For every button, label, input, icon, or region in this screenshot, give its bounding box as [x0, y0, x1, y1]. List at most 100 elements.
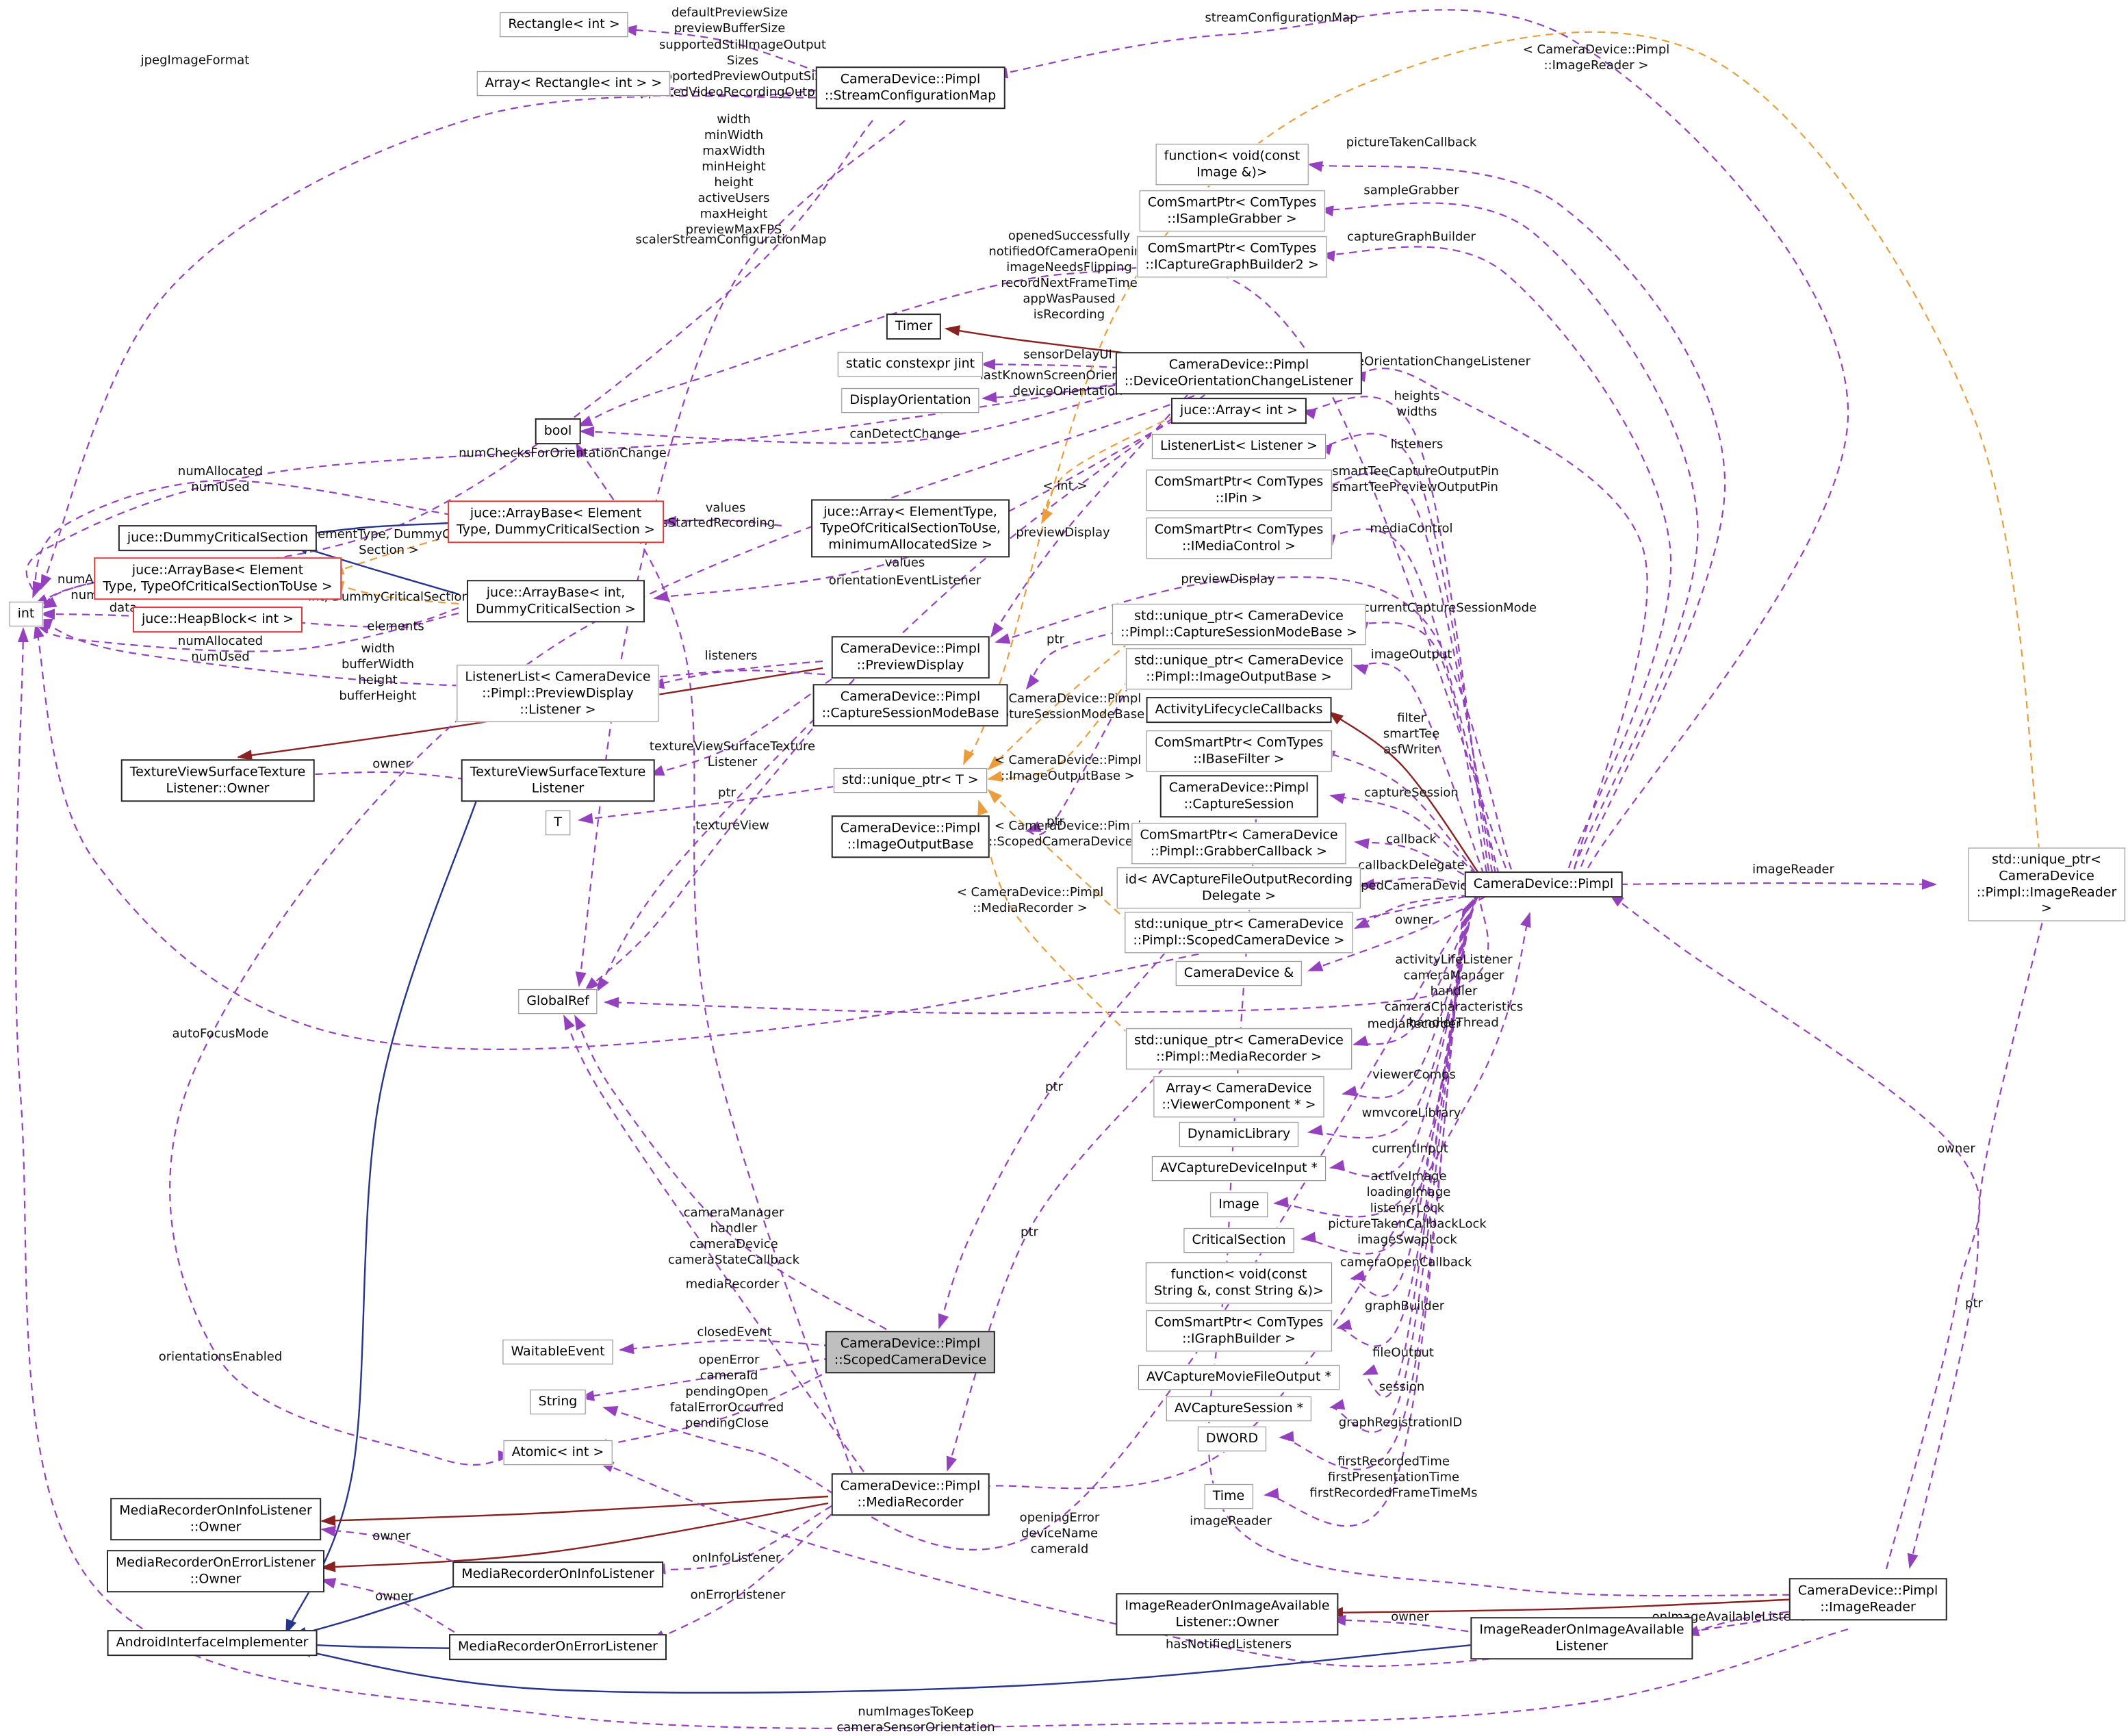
node-llist: ListenerList< Listener > — [1151, 434, 1326, 459]
edge-usage-18 — [1300, 396, 1490, 871]
node-imc: ComSmartPtr< ComTypes ::IMediaControl > — [1146, 518, 1332, 559]
edge-usage-63 — [1307, 897, 1477, 1139]
node-sgrab: ComSmartPtr< ComTypes ::ISampleGrabber > — [1139, 190, 1325, 231]
edge-usage-53 — [1320, 749, 1483, 882]
edge-usage-59 — [1606, 878, 1937, 890]
node-iroial-owner[interactable]: ImageReaderOnImageAvailable Listener::Ow… — [1116, 1593, 1339, 1635]
node-mroel-owner[interactable]: MediaRecorderOnErrorListener ::Owner — [107, 1550, 324, 1592]
edge-template-47 — [977, 800, 1130, 1036]
edge-usage-72 — [1264, 908, 1465, 1527]
node-iroial[interactable]: ImageReaderOnImageAvailable Listener — [1470, 1617, 1693, 1659]
edge-usage-89 — [320, 1578, 466, 1639]
edge-usage-39 — [584, 678, 855, 992]
node-scm[interactable]: CameraDevice::Pimpl ::StreamConfiguratio… — [815, 66, 1005, 109]
edge-usage-84 — [938, 952, 1166, 1329]
edge-usage-79 — [619, 1339, 832, 1355]
edge-usage-73 — [982, 912, 1531, 1490]
edge-template-48 — [962, 31, 2042, 865]
edge-usage-85 — [946, 1067, 1164, 1472]
edge-usage-83 — [563, 1014, 864, 1472]
node-ir[interactable]: CameraDevice::Pimpl ::ImageReader — [1789, 1578, 1947, 1620]
edge-private-inheritance-52 — [1328, 711, 1483, 880]
node-timer[interactable]: Timer — [886, 314, 942, 340]
edge-private-inheritance-94 — [1328, 1598, 1801, 1618]
node-ipin: ComSmartPtr< ComTypes ::IPin > — [1146, 470, 1332, 511]
node-arr-rect: Array< Rectangle< int > > — [476, 71, 671, 96]
edge-usage-38 — [649, 678, 832, 776]
node-int: int — [9, 602, 43, 626]
node-dummycs[interactable]: juce::DummyCriticalSection — [118, 525, 318, 551]
edge-usage-37 — [649, 669, 825, 689]
edge-usage-61 — [1353, 895, 1479, 1047]
edge-usage-1 — [650, 81, 830, 97]
node-camdev-ref: CameraDevice & — [1175, 961, 1303, 986]
node-tvstl-owner[interactable]: TextureViewSurfaceTexture Listener::Owne… — [120, 759, 315, 802]
node-bool[interactable]: bool — [535, 418, 581, 444]
node-mroil-owner[interactable]: MediaRecorderOnInfoListener ::Owner — [110, 1498, 321, 1540]
node-atomic: Atomic< int > — [503, 1440, 613, 1465]
edge-template-26 — [329, 534, 452, 575]
edge-template-44 — [987, 641, 1130, 771]
edge-usage-3 — [40, 95, 830, 590]
node-ab-int[interactable]: juce::ArrayBase< int, DummyCriticalSecti… — [467, 580, 645, 622]
node-iob[interactable]: CameraDevice::Pimpl ::ImageOutputBase — [831, 815, 990, 858]
edge-inheritance-91 — [294, 1639, 466, 1650]
node-ab-red2[interactable]: juce::ArrayBase< Element Type, TypeOfCri… — [94, 557, 342, 600]
node-capsess[interactable]: CameraDevice::Pimpl ::CaptureSession — [1159, 775, 1318, 817]
edge-inheritance-41 — [285, 792, 480, 1635]
edge-usage-9 — [577, 266, 1507, 869]
edge-usage-88 — [320, 1525, 466, 1568]
edge-usage-66 — [1300, 900, 1473, 1255]
edge-usage-82 — [574, 1014, 887, 1330]
edge-usage-75 — [1608, 893, 1981, 1570]
node-alc[interactable]: ActivityLifecycleCallbacks — [1146, 697, 1332, 723]
node-pimpl[interactable]: CameraDevice::Pimpl — [1464, 871, 1623, 897]
node-ibf: ComSmartPtr< ComTypes ::IBaseFilter > — [1146, 730, 1332, 771]
edge-usage-40 — [298, 769, 466, 780]
node-ab-red1[interactable]: juce::ArrayBase< Element Type, DummyCrit… — [448, 500, 664, 543]
node-tvstl[interactable]: TextureViewSurfaceTexture Listener — [461, 759, 655, 802]
node-csmb[interactable]: CameraDevice::Pimpl ::CaptureSessionMode… — [812, 684, 1008, 726]
node-globalref: GlobalRef — [518, 989, 598, 1014]
edge-usage-71 — [1279, 907, 1466, 1470]
edge-template-45 — [987, 678, 1130, 782]
node-avcdi: AVCaptureDeviceInput * — [1151, 1156, 1326, 1181]
edge-usage-93 — [650, 1514, 832, 1642]
node-jarr-int[interactable]: juce::Array< int > — [1170, 398, 1307, 424]
edge-private-inheritance-87 — [320, 1502, 829, 1572]
node-arr-vc: Array< CameraDevice ::ViewerComponent * … — [1153, 1076, 1324, 1117]
node-avcford: id< AVCaptureFileOutputRecording Delegat… — [1116, 867, 1361, 908]
node-dispo: DisplayOrientation — [841, 388, 979, 413]
edge-template-29 — [329, 580, 459, 605]
edge-inheritance-27 — [294, 522, 452, 539]
node-avcmfo: AVCaptureMovieFileOutput * — [1138, 1365, 1339, 1390]
node-docl[interactable]: CameraDevice::Pimpl ::DeviceOrientationC… — [1115, 352, 1363, 394]
node-mroil[interactable]: MediaRecorderOnInfoListener — [452, 1561, 663, 1587]
node-scd: CameraDevice::Pimpl ::ScopedCameraDevice — [825, 1331, 996, 1373]
edge-usage-32 — [40, 609, 155, 620]
edge-usage-49 — [1025, 684, 1130, 836]
edge-usage-56 — [1359, 876, 1483, 891]
edge-usage-62 — [1342, 896, 1478, 1099]
node-pd[interactable]: CameraDevice::Pimpl ::PreviewDisplay — [831, 636, 990, 678]
node-grabcb: ComSmartPtr< CameraDevice ::Pimpl::Grabb… — [1131, 823, 1346, 864]
edge-usage-65 — [1273, 899, 1474, 1218]
node-heapblock[interactable]: juce::HeapBlock< int > — [132, 607, 303, 633]
edge-usage-31 — [33, 578, 107, 606]
node-aii[interactable]: AndroidInterfaceImplementer — [107, 1630, 318, 1656]
node-func-img: function< void(const Image &)> — [1155, 144, 1309, 185]
node-mr[interactable]: CameraDevice::Pimpl ::MediaRecorder — [831, 1473, 990, 1516]
edge-usage-76 — [1907, 910, 2047, 1569]
edge-usage-14 — [579, 389, 1130, 444]
edge-usage-81 — [593, 1368, 834, 1450]
edge-usage-78 — [169, 394, 1195, 1466]
node-uptr-ir: std::unique_ptr< CameraDevice ::Pimpl::I… — [1968, 847, 2125, 921]
node-jarr-elem[interactable]: juce::Array< ElementType, TypeOfCritical… — [811, 499, 1010, 558]
edge-usage-6 — [1307, 161, 1726, 867]
node-igb: ComSmartPtr< ComTypes ::IGraphBuilder > — [1146, 1310, 1332, 1351]
node-image: Image — [1210, 1192, 1268, 1217]
edge-usage-101 — [995, 576, 1513, 870]
node-mroel[interactable]: MediaRecorderOnErrorListener — [449, 1634, 667, 1660]
edge-usage-34 — [34, 612, 459, 652]
